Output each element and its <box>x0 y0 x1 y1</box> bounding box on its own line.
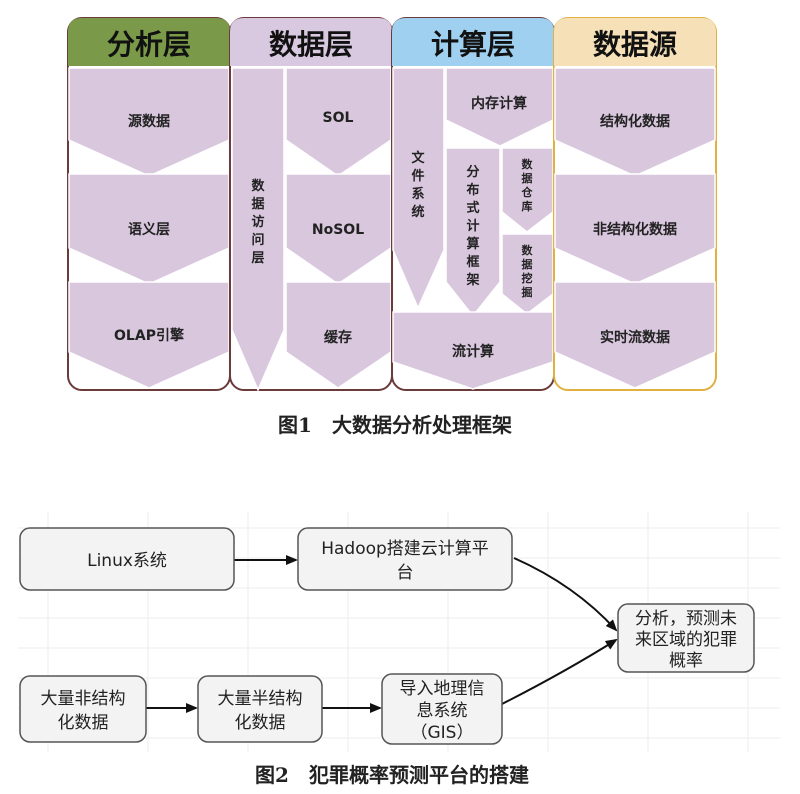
label-sql: SOL <box>323 110 354 126</box>
label-mining-2: 据 <box>522 257 533 271</box>
column-source-header-bg <box>554 18 716 66</box>
node-result-label-2: 来区域的犯罪 <box>635 630 737 650</box>
label-distributed-3: 式 <box>466 200 479 216</box>
label-distributed-4: 计 <box>466 218 479 234</box>
column-data-header-bg <box>230 18 392 66</box>
node-gis-label-1: 导入地理信 <box>400 679 485 699</box>
label-data-access-4: 问 <box>251 232 264 248</box>
chevron-stream <box>392 311 554 390</box>
label-mining-4: 掘 <box>522 285 533 299</box>
node-semistructured-label-1: 大量半结构 <box>218 689 303 709</box>
label-olap-engine: OLAP引擎 <box>114 327 184 344</box>
node-unstructured: 大量非结构 化数据 <box>19 675 147 743</box>
node-semistructured: 大量半结构 化数据 <box>197 675 323 743</box>
label-filesystem-1: 文 <box>411 150 425 166</box>
node-hadoop-label-2: 台 <box>397 563 414 583</box>
node-gis-label-3: （GIS） <box>411 723 474 743</box>
node-result-label-3: 概率 <box>669 651 703 671</box>
node-result: 分析，预测未 来区域的犯罪 概率 <box>617 603 755 673</box>
column-data-title: 数据层 <box>269 28 353 61</box>
column-data: 数据层 数 据 访 问 层 SOL NoSOL 缓存 <box>229 17 393 392</box>
label-nosql: NoSOL <box>312 222 364 238</box>
label-realtime-stream-data: 实时流数据 <box>600 329 670 346</box>
column-analysis-title: 分析层 <box>107 28 191 61</box>
node-hadoop-label-1: Hadoop搭建云计算平 <box>321 539 489 559</box>
label-data-access-1: 数 <box>251 178 265 194</box>
label-unstructured-data: 非结构化数据 <box>593 221 677 238</box>
label-memory-computing: 内存计算 <box>471 95 527 112</box>
chevron-source-1 <box>554 67 716 177</box>
chevron-source-2 <box>554 173 716 285</box>
chevron-memory <box>445 67 554 147</box>
column-analysis-header-bg <box>68 18 230 66</box>
label-mining-3: 挖 <box>522 271 533 285</box>
figure2-caption: 图2 犯罪概率预测平台的搭建 <box>255 763 529 787</box>
arrow-gis-to-result <box>501 638 618 705</box>
figure1-framework: 分析层 源数据 语义层 OLAP引擎 数据层 数 据 访 问 层 SOL NoS… <box>67 17 717 437</box>
node-hadoop: Hadoop搭建云计算平 台 <box>297 527 513 591</box>
label-filesystem-4: 统 <box>411 204 424 220</box>
node-unstructured-label-2: 化数据 <box>58 713 109 733</box>
chevron-analysis-3 <box>68 281 230 389</box>
chevron-data-2 <box>285 173 392 285</box>
label-distributed-2: 布 <box>466 182 479 198</box>
arrow-hadoop-to-result <box>513 557 618 632</box>
label-warehouse-3: 仓 <box>521 185 534 199</box>
node-gis-label-2: 息系统 <box>417 701 468 721</box>
chevron-analysis-1 <box>68 67 230 177</box>
column-source: 数据源 结构化数据 非结构化数据 实时流数据 <box>553 17 717 391</box>
column-analysis: 分析层 源数据 语义层 OLAP引擎 <box>67 17 231 391</box>
figure2-platform: Linux系统 Hadoop搭建云计算平 台 分析，预测未 来区域的犯罪 概率 … <box>18 512 780 787</box>
label-source-data: 源数据 <box>128 113 170 130</box>
label-mining-1: 数 <box>522 243 534 257</box>
label-distributed-1: 分 <box>466 164 479 180</box>
chevron-source-3 <box>554 281 716 389</box>
label-warehouse-2: 据 <box>522 171 533 185</box>
chevron-analysis-2 <box>68 173 230 285</box>
label-distributed-5: 算 <box>466 236 479 252</box>
node-result-label-1: 分析，预测未 <box>635 609 737 629</box>
node-unstructured-label-1: 大量非结构 <box>41 689 126 709</box>
chevron-mining <box>501 233 554 315</box>
label-structured-data: 结构化数据 <box>600 113 670 130</box>
chevron-warehouse <box>501 147 554 233</box>
label-stream-computing: 流计算 <box>452 343 494 360</box>
label-warehouse-1: 数 <box>522 157 534 171</box>
column-compute-title: 计算层 <box>431 28 515 61</box>
chevron-filesystem <box>392 67 445 310</box>
label-distributed-7: 架 <box>465 272 479 288</box>
label-warehouse-4: 库 <box>522 199 533 213</box>
label-distributed-6: 框 <box>466 254 479 270</box>
chevron-data-access <box>231 67 285 392</box>
label-filesystem-3: 系 <box>411 186 424 202</box>
column-source-title: 数据源 <box>593 28 677 61</box>
chevron-data-3 <box>285 281 392 389</box>
label-semantic-layer: 语义层 <box>128 221 170 238</box>
chevron-data-1 <box>285 67 392 177</box>
label-data-access-5: 层 <box>251 251 264 266</box>
node-linux: Linux系统 <box>19 527 235 591</box>
label-cache: 缓存 <box>324 329 352 346</box>
node-gis: 导入地理信 息系统 （GIS） <box>381 673 503 745</box>
node-linux-label: Linux系统 <box>87 551 167 571</box>
label-data-access-3: 访 <box>251 214 264 230</box>
figure1-caption: 图1 大数据分析处理框架 <box>278 413 512 437</box>
column-compute-header-bg <box>392 18 554 66</box>
label-filesystem-2: 件 <box>411 168 424 184</box>
chevron-distributed <box>445 147 501 318</box>
column-compute: 计算层 文 件 系 统 内存计算 分 布 式 计 算 框 架 数 据 仓 库 <box>391 17 555 391</box>
node-semistructured-label-2: 化数据 <box>235 713 286 733</box>
label-data-access-2: 据 <box>251 196 264 212</box>
